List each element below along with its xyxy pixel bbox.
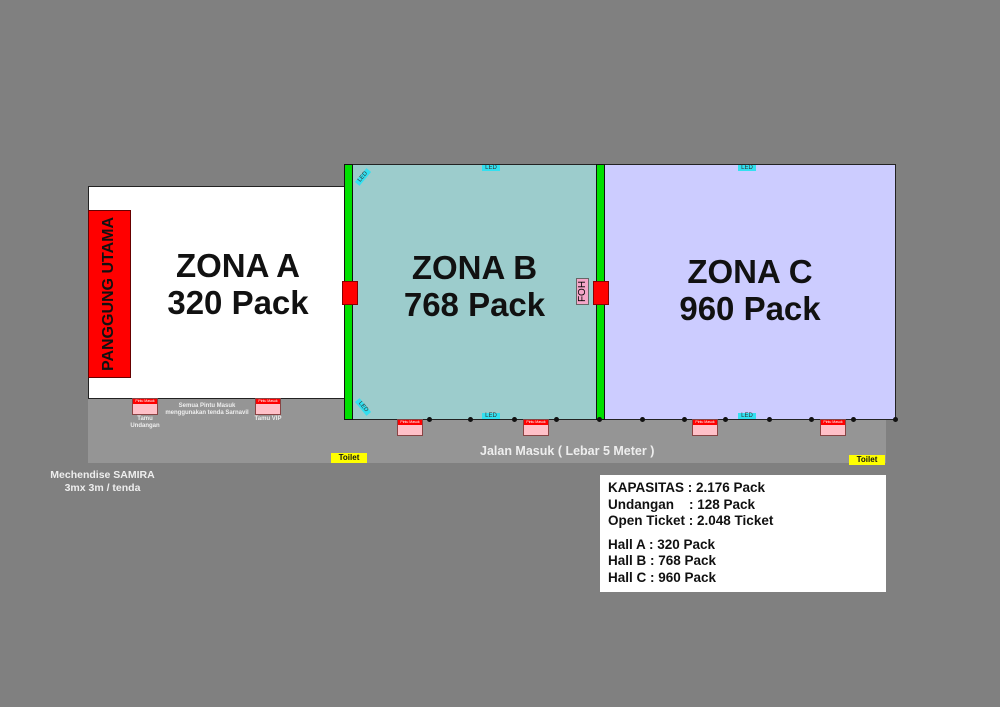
zone-a-name: ZONA A	[175, 247, 301, 284]
pole-marker	[809, 417, 814, 422]
door-label: Pintu Masuk	[693, 420, 717, 425]
pole-marker	[468, 417, 473, 422]
door-label: Pintu Masuk	[256, 399, 280, 404]
zone-c-name: ZONA C	[687, 253, 813, 290]
pole-marker	[640, 417, 645, 422]
pole-marker	[723, 417, 728, 422]
pole-marker	[682, 417, 687, 422]
zone-c-capacity: 960 Pack	[679, 290, 821, 327]
toilet-label: Toilet	[849, 455, 885, 465]
merch-line-2: 3mx 3m / tenda	[64, 482, 141, 494]
stage-label: PANGGUNG UTAMA	[100, 216, 118, 372]
info-line: Undangan : 128 Pack	[608, 496, 756, 512]
pole-marker	[597, 417, 602, 422]
pole-marker	[767, 417, 772, 422]
toilet-label: Toilet	[331, 453, 367, 463]
zone-b-name: ZONA B	[411, 249, 538, 286]
merchandise-note: Mechendise SAMIRA 3mx 3m / tenda	[30, 469, 175, 495]
hall-line: Hall B : 768 Pack	[608, 553, 717, 568]
caption-tamu-vip: Tamu VIP	[254, 416, 282, 422]
zone-c-area	[602, 164, 896, 420]
door-label: Pintu Masuk	[133, 399, 157, 404]
entrance-door: Pintu Masuk	[132, 398, 158, 415]
zone-a-capacity: 320 Pack	[167, 284, 309, 321]
road-label: Jalan Masuk ( Lebar 5 Meter )	[480, 444, 655, 458]
pole-marker	[554, 417, 559, 422]
gate-b-c	[593, 281, 609, 305]
merch-line-1: Mechendise SAMIRA	[50, 469, 155, 481]
zone-b-capacity: 768 Pack	[403, 286, 546, 323]
capacity-info-box: KAPASITAS : 2.176 Pack Undangan : 128 Pa…	[600, 475, 886, 592]
hall-line: Hall C : 960 Pack	[608, 569, 717, 585]
entrance-door: Pintu Masuk	[692, 419, 718, 436]
pole-marker	[851, 417, 856, 422]
pole-marker	[893, 417, 898, 422]
pole-marker	[427, 417, 432, 422]
led-screen: LED	[482, 165, 500, 171]
gate-a-b	[342, 281, 358, 305]
entrance-door: Pintu Masuk	[820, 419, 846, 436]
entrance-door: Pintu Masuk	[523, 419, 549, 436]
entrance-door: Pintu Masuk	[397, 419, 423, 436]
zone-b-area	[344, 164, 602, 420]
door-note: Semua Pintu Masuk menggunakan tenda Sarn…	[165, 403, 249, 416]
door-label: Pintu Masuk	[398, 420, 422, 425]
door-label: Pintu Masuk	[821, 420, 845, 425]
pole-marker	[512, 417, 517, 422]
info-line: KAPASITAS : 2.176 Pack	[608, 480, 766, 495]
entrance-door: Pintu Masuk	[255, 398, 281, 415]
led-screen: LED	[738, 165, 756, 171]
led-screen: LED	[738, 413, 756, 419]
hall-line: Hall A : 320 Pack	[608, 536, 716, 552]
door-label: Pintu Masuk	[524, 420, 548, 425]
info-line: Open Ticket : 2.048 Ticket	[608, 513, 774, 528]
main-stage: PANGGUNG UTAMA	[88, 210, 131, 378]
caption-tamu-undangan: Tamu Undangan	[130, 416, 160, 429]
foh-label: FOH	[576, 278, 589, 305]
led-screen: LED	[482, 413, 500, 419]
